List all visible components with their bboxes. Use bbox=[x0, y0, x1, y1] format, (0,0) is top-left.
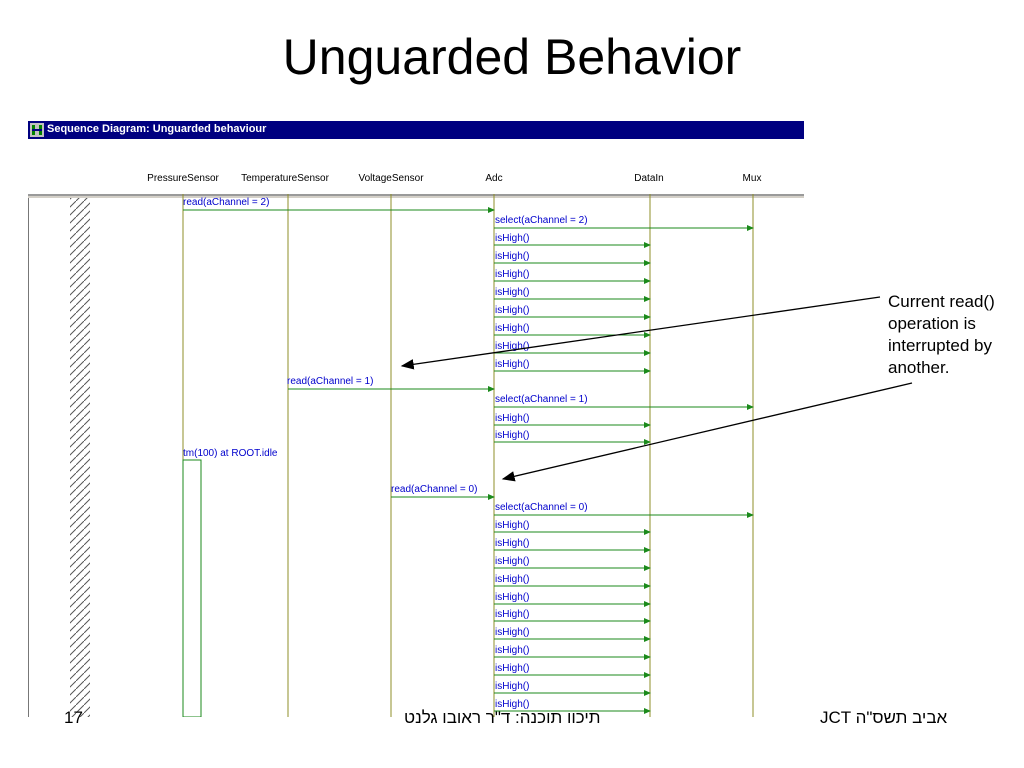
msg-ishigh[interactable]: isHigh() bbox=[495, 269, 530, 280]
msg-ishigh[interactable]: isHigh() bbox=[495, 556, 530, 567]
msg-ishigh[interactable]: isHigh() bbox=[495, 520, 530, 531]
msg-select-channel-0[interactable]: select(aChannel = 0) bbox=[495, 502, 588, 513]
footer-page-number: 17 bbox=[64, 708, 83, 727]
object-pressure-sensor[interactable]: PressureSensor bbox=[147, 173, 219, 184]
object-temperature-sensor[interactable]: TemperatureSensor bbox=[241, 173, 329, 184]
header-separator bbox=[28, 196, 804, 198]
msg-read-channel-2[interactable]: read(aChannel = 2) bbox=[183, 197, 270, 208]
msg-ishigh[interactable]: isHigh() bbox=[495, 430, 530, 441]
msg-ishigh[interactable]: isHigh() bbox=[495, 699, 530, 710]
msg-ishigh[interactable]: isHigh() bbox=[495, 609, 530, 620]
timer-activation-bar bbox=[182, 459, 202, 717]
message-arrows bbox=[183, 207, 754, 714]
msg-ishigh[interactable]: isHigh() bbox=[495, 627, 530, 638]
msg-ishigh[interactable]: isHigh() bbox=[495, 592, 530, 603]
slide-title: Unguarded Behavior bbox=[282, 29, 742, 85]
msg-ishigh[interactable]: isHigh() bbox=[495, 413, 530, 424]
msg-ishigh[interactable]: isHigh() bbox=[495, 341, 530, 352]
msg-ishigh[interactable]: isHigh() bbox=[495, 323, 530, 334]
sequence-diagram-canvas bbox=[28, 194, 754, 717]
msg-timer[interactable]: tm(100) at ROOT.idle bbox=[183, 448, 278, 459]
msg-read-channel-1[interactable]: read(aChannel = 1) bbox=[287, 376, 374, 387]
footer-institution: JCT אביב תשס"ה bbox=[820, 708, 948, 727]
msg-ishigh[interactable]: isHigh() bbox=[495, 574, 530, 585]
footer-course-name: תיכון תוכנה: ד"ר ראובן גלנט bbox=[404, 708, 601, 723]
object-datain[interactable]: DataIn bbox=[634, 173, 664, 184]
msg-ishigh[interactable]: isHigh() bbox=[495, 233, 530, 244]
msg-select-channel-2[interactable]: select(aChannel = 2) bbox=[495, 215, 588, 226]
msg-read-channel-0[interactable]: read(aChannel = 0) bbox=[391, 484, 478, 495]
msg-ishigh[interactable]: isHigh() bbox=[495, 251, 530, 262]
msg-ishigh[interactable]: isHigh() bbox=[495, 305, 530, 316]
msg-ishigh[interactable]: isHigh() bbox=[495, 681, 530, 692]
msg-ishigh[interactable]: isHigh() bbox=[495, 645, 530, 656]
window-title-bar[interactable]: Sequence Diagram: Unguarded behaviour bbox=[28, 121, 804, 139]
object-mux[interactable]: Mux bbox=[742, 173, 762, 184]
msg-ishigh[interactable]: isHigh() bbox=[495, 359, 530, 370]
system-border-hatch bbox=[70, 198, 90, 717]
window-title: Sequence Diagram: Unguarded behaviour bbox=[47, 123, 267, 135]
msg-ishigh[interactable]: isHigh() bbox=[495, 538, 530, 549]
sequence-diagram-window[interactable]: Sequence Diagram: Unguarded behaviour Pr… bbox=[28, 121, 804, 717]
left-border bbox=[28, 198, 29, 717]
object-header: PressureSensor TemperatureSensor Voltage… bbox=[28, 139, 804, 196]
object-voltage-sensor[interactable]: VoltageSensor bbox=[358, 173, 424, 184]
callout-text: Current read() operation is interrupted … bbox=[888, 292, 995, 377]
msg-ishigh[interactable]: isHigh() bbox=[495, 663, 530, 674]
object-adc[interactable]: Adc bbox=[485, 173, 503, 184]
diagram-icon bbox=[30, 123, 44, 137]
msg-select-channel-1[interactable]: select(aChannel = 1) bbox=[495, 394, 588, 405]
msg-ishigh[interactable]: isHigh() bbox=[495, 287, 530, 298]
